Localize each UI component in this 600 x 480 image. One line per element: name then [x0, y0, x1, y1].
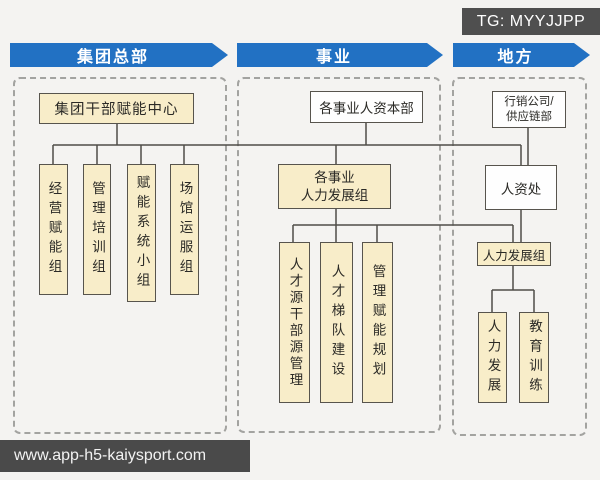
vbox-talent-source-cadre-management: 人才源干部源管理: [279, 242, 310, 403]
box-group-cadre-empower-center: 集团干部赋能中心: [39, 93, 194, 124]
box-business-hr-development-group-line2: 人力发展组: [300, 187, 369, 203]
box-local-hr-development-group: 人力发展组: [477, 242, 551, 266]
box-business-hr-headquarters: 各事业人资本部: [310, 91, 423, 123]
vbox-hr-development: 人力发展: [478, 312, 507, 403]
section-business: [237, 77, 441, 433]
vbox-management-empower-planning: 管理赋能规划: [362, 242, 393, 403]
banner-business: 事业: [237, 43, 443, 67]
box-marketing-supply-chain: 行销公司/ 供应链部: [492, 91, 566, 128]
vbox-education-training: 教育训练: [519, 312, 549, 403]
vbox-talent-echelon-building: 人才梯队建设: [320, 242, 353, 403]
banner-local: 地方: [453, 43, 590, 67]
vbox-venue-operation-service-group: 场馆运服组: [170, 164, 199, 295]
vbox-management-training-group: 管理培训组: [83, 164, 111, 295]
box-hr-office: 人资处: [485, 165, 557, 210]
tg-badge: TG: MYYJJPP: [462, 8, 600, 35]
box-marketing-supply-chain-line2: 供应链部: [506, 110, 552, 123]
vbox-operation-empower-group: 经营赋能组: [39, 164, 68, 295]
box-business-hr-development-group: 各事业 人力发展组: [278, 164, 391, 209]
box-marketing-supply-chain-line1: 行销公司/: [504, 95, 554, 108]
vbox-empower-system-team: 赋能系统小组: [127, 164, 156, 302]
banner-group-hq: 集团总部: [10, 43, 228, 67]
url-watermark-bar: www.app-h5-kaiysport.com: [0, 440, 250, 472]
section-group-hq: [13, 77, 227, 434]
box-business-hr-development-group-line1: 各事业: [314, 169, 355, 185]
section-local: [452, 77, 587, 436]
